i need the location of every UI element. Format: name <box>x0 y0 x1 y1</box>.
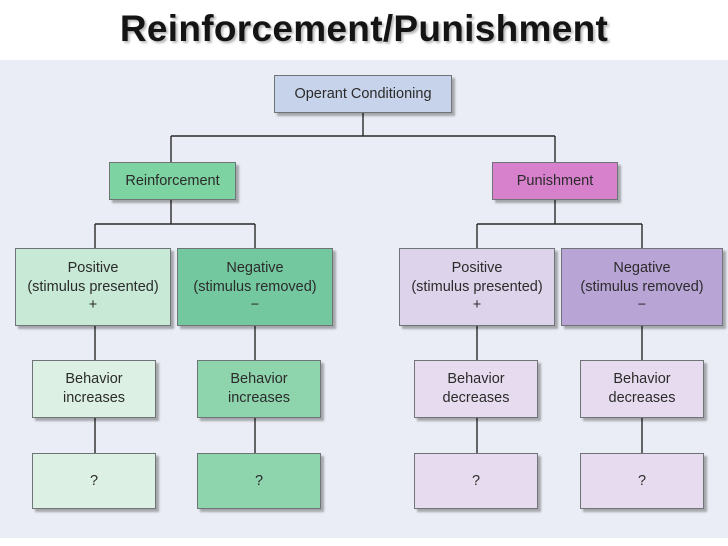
plus-sign: + <box>88 297 98 314</box>
decreases-label: decreases <box>608 390 676 406</box>
stimulus-removed-label: (stimulus removed) <box>580 278 704 295</box>
operant-conditioning-box: Operant Conditioning <box>274 75 452 113</box>
decreases-label: decreases <box>442 390 510 406</box>
behavior-decreases-box: Behavior decreases <box>580 360 704 418</box>
question-mark: ? <box>637 472 647 489</box>
stimulus-removed-label: (stimulus removed) <box>193 278 317 295</box>
behavior-increases-box: Behavior increases <box>32 360 156 418</box>
behavior-increases-box: Behavior increases <box>197 360 321 418</box>
negative-label: Negative <box>613 259 671 276</box>
behavior-label: Behavior <box>65 371 123 388</box>
increases-label: increases <box>62 390 126 406</box>
plus-sign: + <box>472 297 482 314</box>
positive-reinforcement-box: Positive (stimulus presented) + <box>15 248 171 326</box>
negative-reinforcement-box: Negative (stimulus removed) − <box>177 248 333 326</box>
behavior-label: Behavior <box>613 371 671 388</box>
positive-label: Positive <box>67 259 119 276</box>
reinforcement-box: Reinforcement <box>109 162 236 200</box>
stimulus-presented-label: (stimulus presented) <box>411 278 543 295</box>
negative-label: Negative <box>226 259 284 276</box>
reinforcement-label: Reinforcement <box>125 172 220 189</box>
negative-punishment-box: Negative (stimulus removed) − <box>561 248 723 326</box>
question-mark: ? <box>471 472 481 489</box>
question-box: ? <box>580 453 704 509</box>
punishment-box: Punishment <box>492 162 618 200</box>
question-box: ? <box>414 453 538 509</box>
positive-punishment-box: Positive (stimulus presented) + <box>399 248 555 326</box>
punishment-label: Punishment <box>516 172 594 189</box>
behavior-label: Behavior <box>230 371 288 388</box>
positive-label: Positive <box>451 259 503 276</box>
question-box: ? <box>32 453 156 509</box>
question-mark: ? <box>254 472 264 489</box>
operant-conditioning-label: Operant Conditioning <box>294 85 432 102</box>
question-box: ? <box>197 453 321 509</box>
minus-sign: − <box>250 297 260 314</box>
behavior-decreases-box: Behavior decreases <box>414 360 538 418</box>
question-mark: ? <box>89 472 99 489</box>
minus-sign: − <box>637 297 647 314</box>
stimulus-presented-label: (stimulus presented) <box>27 278 159 295</box>
behavior-label: Behavior <box>447 371 505 388</box>
increases-label: increases <box>227 390 291 406</box>
slide-title: Reinforcement/Punishment <box>119 8 609 49</box>
